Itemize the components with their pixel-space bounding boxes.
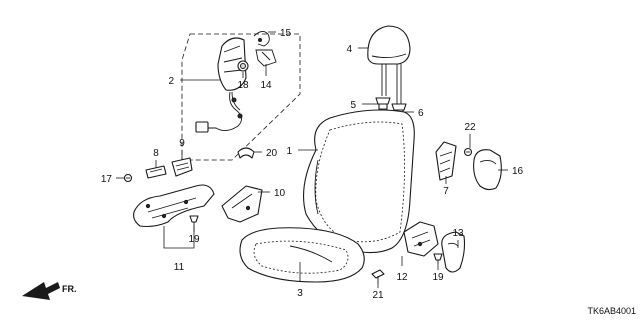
cover-13[interactable] (441, 231, 466, 273)
screw-22[interactable] (463, 147, 473, 157)
bolt-21[interactable] (371, 269, 385, 284)
belt-guide-7[interactable] (435, 141, 457, 181)
callout-4: 4 (346, 44, 352, 55)
callout-20: 20 (266, 148, 278, 159)
callout-1: 1 (286, 146, 292, 157)
callout-17: 17 (101, 174, 113, 185)
front-direction-label: FR. (62, 284, 77, 294)
callout-18: 18 (237, 80, 249, 91)
callout-2: 2 (168, 76, 174, 87)
callout-19-left: 19 (188, 234, 200, 245)
outer-trim-cover-11[interactable] (133, 184, 215, 228)
side-airbag-group-box (181, 33, 301, 161)
seat-cushion-3[interactable] (239, 227, 365, 283)
callout-12: 12 (396, 272, 408, 283)
callout-11: 11 (174, 262, 185, 273)
headrest-4[interactable] (367, 25, 411, 104)
callout-3: 3 (297, 288, 303, 299)
clip-19-right[interactable] (433, 253, 443, 264)
switch-knob-9[interactable] (171, 157, 193, 177)
callout-22: 22 (464, 122, 476, 133)
callout-16: 16 (512, 166, 524, 177)
callout-9: 9 (179, 138, 185, 149)
bracket-14[interactable] (255, 49, 277, 67)
callout-15: 15 (280, 28, 292, 39)
callout-21: 21 (372, 290, 384, 301)
screw-17[interactable] (123, 173, 133, 183)
clip-19-left[interactable] (189, 215, 199, 226)
callout-13: 13 (452, 228, 464, 239)
callout-8: 8 (153, 148, 159, 159)
inner-trim-10[interactable] (221, 185, 263, 223)
callout-7: 7 (443, 186, 449, 197)
callout-10: 10 (274, 188, 286, 199)
callout-5: 5 (350, 100, 356, 111)
nut-18[interactable] (237, 60, 249, 72)
side-airbag-module[interactable] (195, 37, 247, 133)
seat-back-1[interactable] (303, 109, 415, 254)
callout-19-right: 19 (432, 272, 444, 283)
recliner-cover-16[interactable] (473, 149, 502, 191)
clip-20[interactable] (237, 147, 255, 159)
front-direction-arrow-icon (22, 282, 60, 300)
clip-15[interactable] (253, 31, 270, 47)
leader-lines (116, 31, 508, 288)
diagram-code: TK6AB4001 (587, 306, 636, 316)
callout-6: 6 (418, 108, 424, 119)
inner-cover-12[interactable] (403, 221, 439, 257)
knob-8[interactable] (145, 165, 167, 179)
callout-14: 14 (260, 80, 272, 91)
headrest-guide-5[interactable] (375, 97, 391, 115)
